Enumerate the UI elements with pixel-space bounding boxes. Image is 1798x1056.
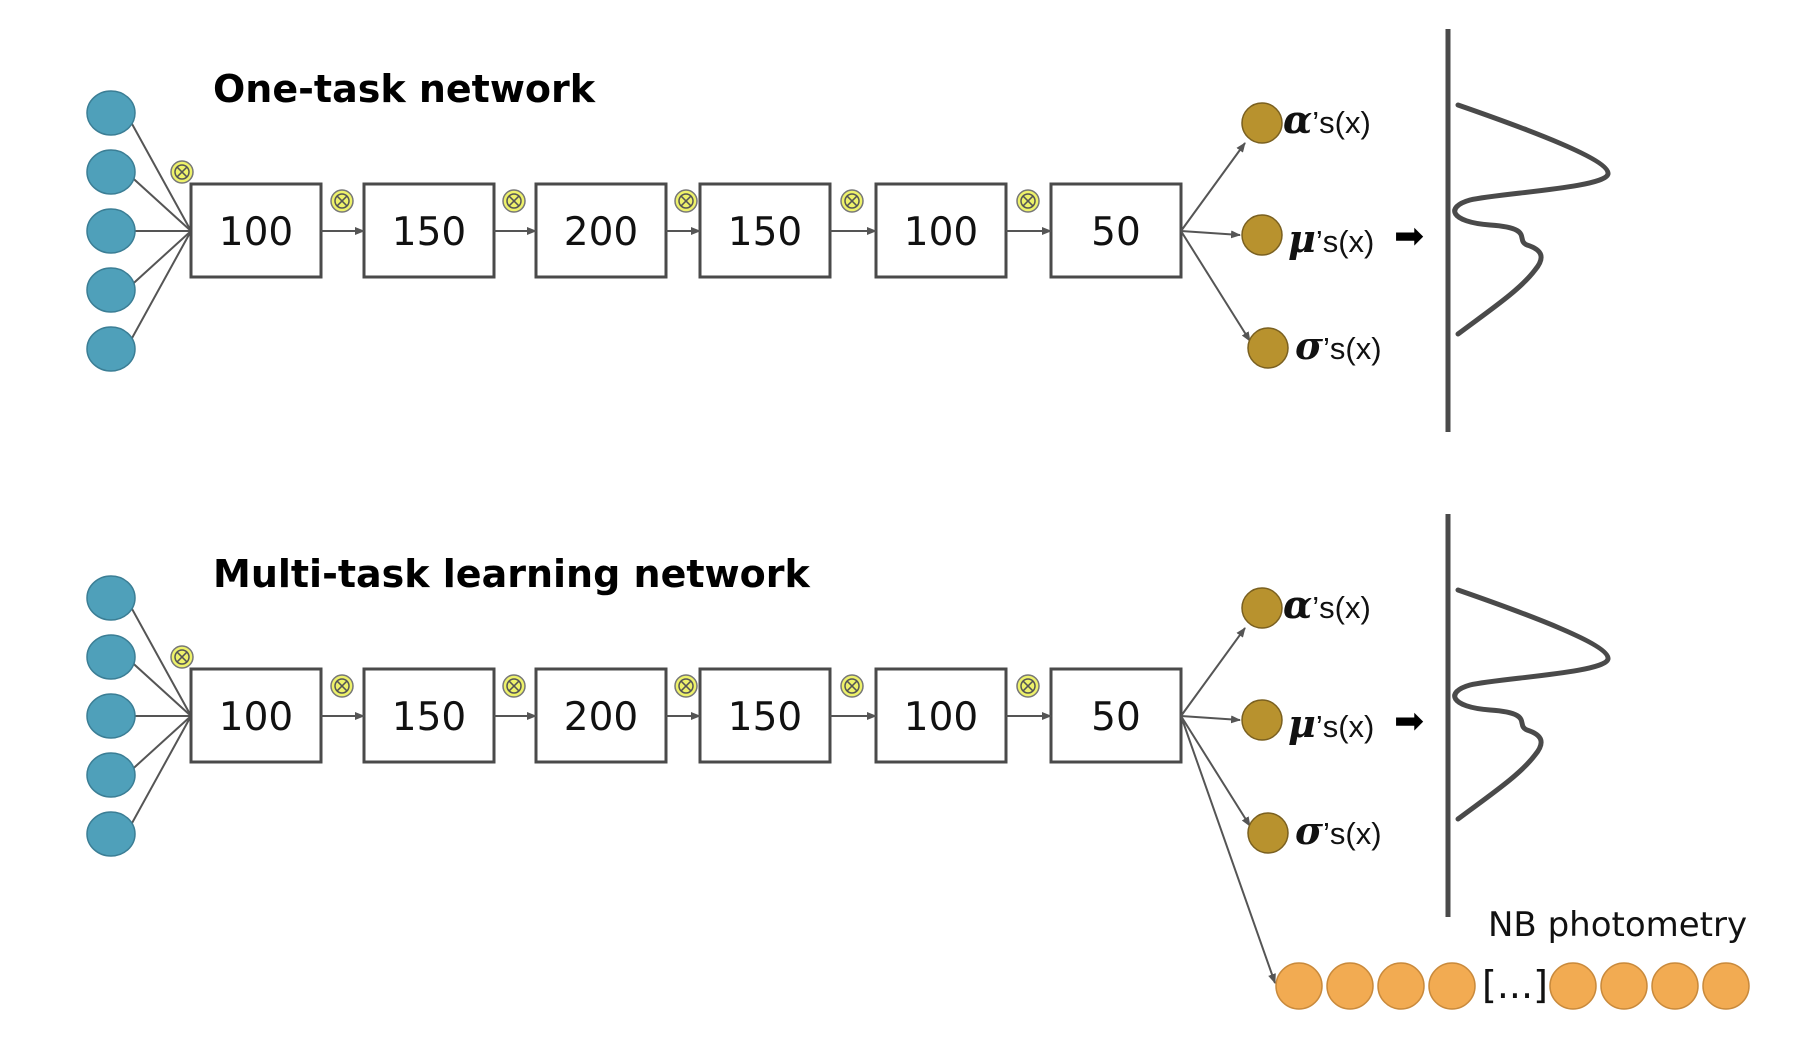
layer-size-label: 100: [904, 695, 978, 740]
network-title-one-task: One-task network: [213, 67, 596, 111]
output-label-sigma: σ’s(x): [1295, 323, 1382, 368]
input-node: [86, 575, 136, 621]
input-connection: [125, 171, 192, 232]
input-connection: [125, 656, 192, 717]
output-node: [1241, 214, 1283, 256]
network-title-multi-task: Multi-task learning network: [213, 552, 810, 596]
output-arrow: [1180, 627, 1246, 717]
layer-box: [189, 667, 323, 764]
input-node: [86, 149, 136, 195]
photometry-node: [1428, 962, 1476, 1010]
layer-box: [362, 182, 496, 279]
layer-size-label: 100: [219, 695, 293, 740]
right-arrow-icon: ➡: [1394, 701, 1424, 742]
distribution-curve: [1452, 102, 1611, 337]
photometry-node: [1377, 962, 1425, 1010]
output-node: [1247, 812, 1289, 854]
layer-size-label: 150: [728, 695, 802, 740]
photometry-node: [1702, 962, 1750, 1010]
layer-size-label: 100: [904, 210, 978, 255]
output-node: [1241, 587, 1283, 629]
output-node: [1247, 327, 1289, 369]
layer-box: [189, 182, 323, 279]
photometry-node: [1600, 962, 1648, 1010]
multi-task-network: 100 150 200 150 100 50: [86, 514, 1750, 1010]
photometry-node: [1326, 962, 1374, 1010]
photometry-node: [1275, 962, 1323, 1010]
input-connection: [125, 715, 192, 835]
circled-times-icon: [674, 674, 698, 698]
output-node: [1241, 102, 1283, 144]
input-connection: [125, 597, 192, 717]
right-arrow-icon: ➡: [1394, 216, 1424, 257]
layer-box: [698, 182, 832, 279]
layer-size-label: 50: [1091, 210, 1141, 255]
output-label-alpha: α’s(x): [1283, 582, 1371, 627]
circled-times-icon: [1016, 674, 1040, 698]
input-node: [86, 811, 136, 857]
layer-size-label: 150: [728, 210, 802, 255]
input-node: [86, 208, 136, 254]
circled-times-icon: [840, 189, 864, 213]
circled-times-icon: [170, 645, 194, 669]
output-arrow: [1180, 142, 1246, 232]
input-connection: [125, 230, 192, 291]
input-connection: [125, 112, 192, 232]
circled-times-icon: [840, 674, 864, 698]
output-arrow: [1180, 715, 1241, 724]
layer-size-label: 50: [1091, 695, 1141, 740]
input-connection: [125, 715, 192, 776]
photometry-arrow: [1180, 715, 1276, 984]
photometry-label: NB photometry: [1488, 905, 1747, 945]
input-node: [86, 752, 136, 798]
one-task-network: 100 150 200 150 100 50: [86, 29, 1611, 432]
layer-size-label: 150: [392, 695, 466, 740]
circled-times-icon: [330, 674, 354, 698]
photometry-node: [1549, 962, 1597, 1010]
photometry-node: [1651, 962, 1699, 1010]
photometry-ellipsis: [...]: [1482, 963, 1548, 1007]
output-arrow: [1180, 230, 1241, 239]
output-label-mu: μ’s(x): [1288, 701, 1374, 746]
output-label-sigma: σ’s(x): [1295, 808, 1382, 853]
layer-size-label: 200: [564, 210, 638, 255]
circled-times-icon: [330, 189, 354, 213]
input-node: [86, 693, 136, 739]
layer-size-label: 100: [219, 210, 293, 255]
output-node: [1241, 699, 1283, 741]
layer-size-label: 200: [564, 695, 638, 740]
layer-box: [874, 182, 1008, 279]
output-label-mu: μ’s(x): [1288, 216, 1374, 261]
output-label-alpha: α’s(x): [1283, 97, 1371, 142]
layer-box: [1049, 182, 1183, 279]
layer-size-label: 150: [392, 210, 466, 255]
circled-times-icon: [502, 189, 526, 213]
layer-box: [534, 182, 668, 279]
input-connection: [125, 230, 192, 350]
input-node: [86, 267, 136, 313]
input-node: [86, 326, 136, 372]
input-node: [86, 90, 136, 136]
output-arrow: [1180, 230, 1251, 342]
circled-times-icon: [502, 674, 526, 698]
input-node: [86, 634, 136, 680]
circled-times-icon: [674, 189, 698, 213]
circled-times-icon: [1016, 189, 1040, 213]
output-arrow: [1180, 715, 1251, 827]
distribution-curve: [1452, 587, 1611, 822]
circled-times-icon: [170, 160, 194, 184]
